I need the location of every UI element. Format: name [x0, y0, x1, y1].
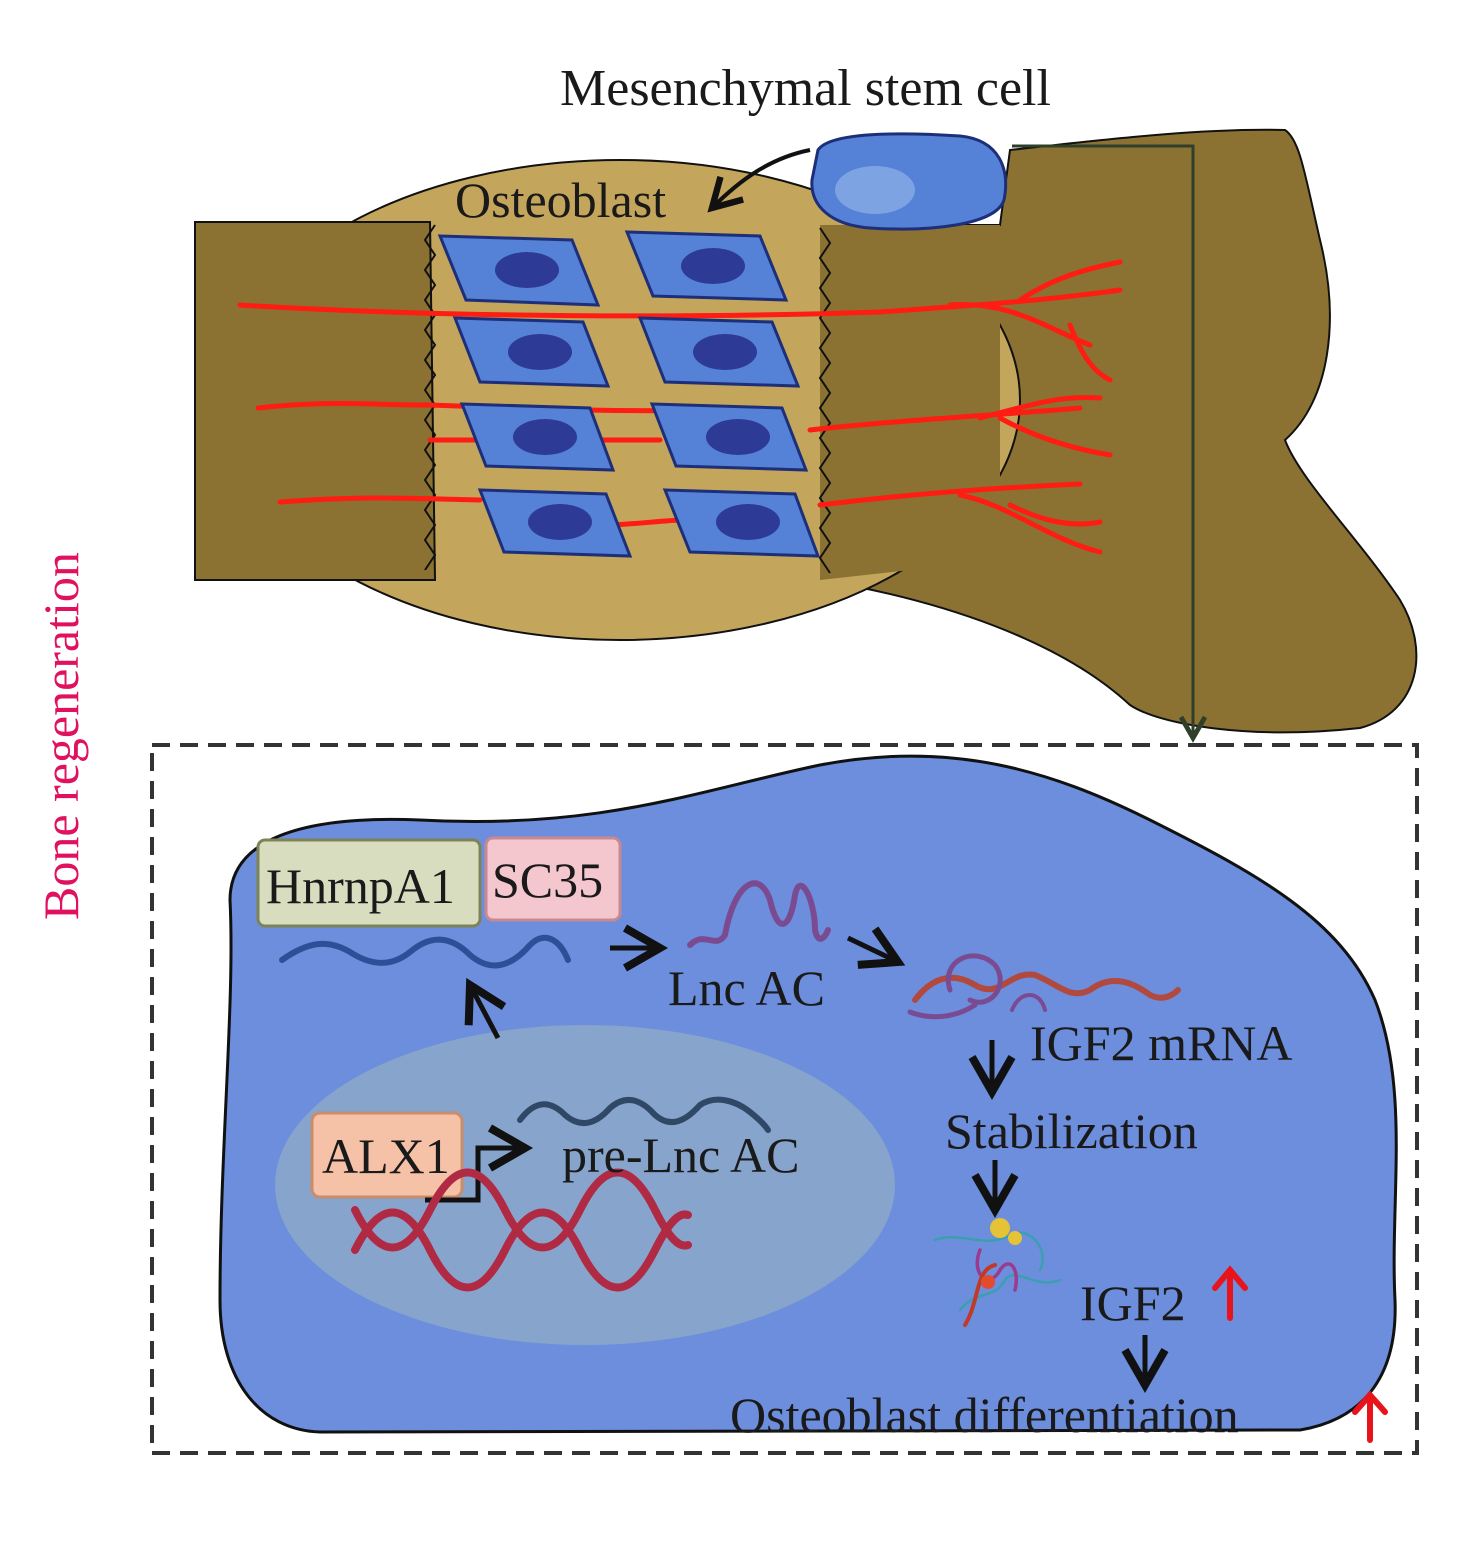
bone-regeneration-label: Bone regeneration [33, 552, 89, 920]
pre-lnc-ac-strand [517, 1096, 771, 1133]
igf2-up-arrow [1212, 1265, 1248, 1321]
sc35-label: SC35 [492, 852, 603, 908]
osteoblast-label: Osteoblast [455, 172, 666, 228]
nucleus-export-arrow [464, 977, 507, 1040]
spliced-rna-wave [279, 934, 571, 969]
igf2-protein [933, 1218, 1062, 1327]
alx1-box [310, 1111, 464, 1199]
sc35-box [484, 836, 622, 922]
osteoblast-cell [649, 402, 809, 472]
bone-fragment-right-front [820, 225, 1000, 580]
alx1-label: ALX1 [322, 1128, 450, 1184]
pre-lnc-ac-label: pre-Lnc AC [562, 1127, 799, 1183]
differentiation-up-arrow [1352, 1390, 1388, 1443]
fracture-line-right [818, 227, 832, 574]
stabilization-label: Stabilization [945, 1103, 1198, 1159]
mesenchymal-stem-cell-label: Mesenchymal stem cell [560, 60, 1051, 117]
osteoblast-cell [624, 230, 789, 302]
lnc-ac-label: Lnc AC [668, 960, 825, 1016]
osteoblast-cell [637, 316, 801, 388]
msc-connector-arrow [1012, 144, 1208, 743]
dna-double-helix [351, 1168, 692, 1292]
mesenchymal-stem-cell [810, 132, 1008, 231]
osteoblast-cell [459, 402, 616, 472]
hnrnpa1-box [256, 838, 482, 928]
mechanism-panel [150, 743, 1419, 1455]
osteoblast-cell [662, 488, 821, 558]
osteoblast-cell [477, 488, 633, 558]
blood-vessels [237, 259, 1123, 555]
osteoblast-cell [452, 316, 611, 388]
osteoblast-cell [437, 234, 601, 307]
hnrnpa1-label: HnrnpA1 [266, 858, 455, 914]
fracture-line-left [423, 224, 437, 571]
msc-to-osteoblast-arrow [707, 148, 811, 213]
igf2-label: IGF2 [1080, 1275, 1186, 1331]
osteoblast-cells [437, 230, 821, 558]
bone-fragment-left [194, 221, 437, 581]
lnc-ac-strand [687, 880, 831, 948]
igf2-mrna-label: IGF2 mRNA [1030, 1015, 1293, 1071]
to-igf2-mrna-arrow [846, 926, 906, 969]
igf2-mrna-complex [907, 953, 1181, 1020]
osteoblast-differentiation-label: Osteoblast differentiation [730, 1387, 1239, 1443]
